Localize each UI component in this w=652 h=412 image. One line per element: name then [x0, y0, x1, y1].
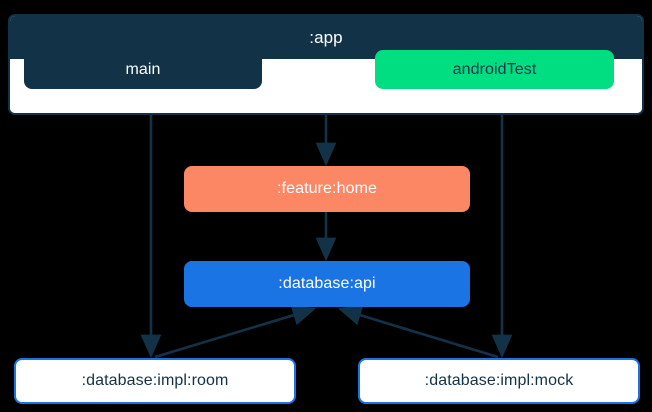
module-node-database-api[interactable]: :database:api: [184, 261, 470, 307]
module-node-database-impl-mock[interactable]: :database:impl:mock: [358, 358, 640, 404]
edge-database-impl-mock-to-database-api: [338, 305, 499, 359]
module-node-feature-home[interactable]: :feature:home: [184, 166, 470, 212]
edge-database-impl-room-to-database-api: [154, 305, 316, 359]
source-set-androidtest[interactable]: androidTest: [375, 50, 614, 89]
module-node-database-impl-room[interactable]: :database:impl:room: [14, 358, 296, 404]
source-set-main[interactable]: main: [24, 50, 262, 89]
